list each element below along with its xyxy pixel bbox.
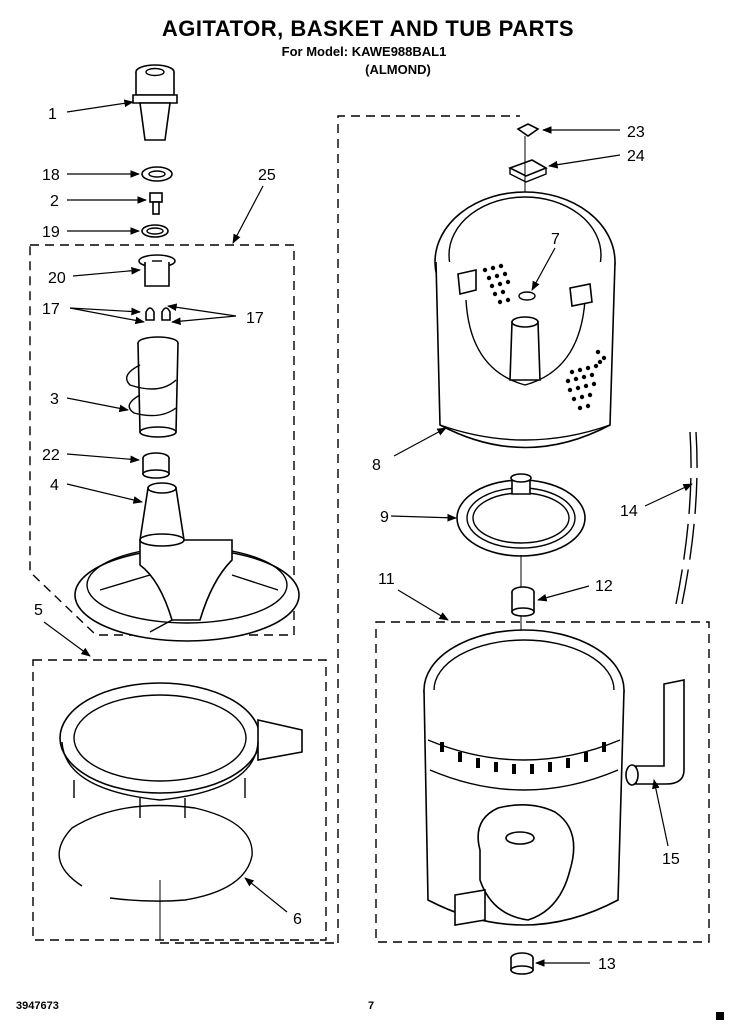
- callout-13: 13: [598, 956, 616, 973]
- callout-14: 14: [620, 503, 638, 520]
- tub-bearing: [510, 952, 534, 975]
- page-title: AGITATOR, BASKET AND TUB PARTS: [162, 16, 574, 41]
- basket-ring-box: [32, 659, 327, 941]
- callout-18: 18: [42, 167, 60, 184]
- callout-12: 12: [595, 578, 613, 595]
- callout-labels: 1 18 2 19 25 20 17 17 3 22 4 5 6 23 24 7…: [34, 106, 680, 973]
- callout-2: 2: [50, 193, 59, 210]
- wash-basket: [434, 191, 616, 449]
- callout-3: 3: [50, 391, 59, 408]
- drive-hub: [456, 473, 586, 557]
- callout-17-left: 17: [42, 301, 60, 318]
- callout-20: 20: [48, 270, 66, 287]
- callout-17-right: 17: [246, 310, 264, 327]
- model-line: For Model: KAWE988BAL1: [282, 44, 447, 59]
- agitator-base: [74, 482, 300, 642]
- agitator-bolt: [149, 192, 163, 215]
- agitator-dogs: [145, 307, 171, 321]
- callout-15: 15: [662, 851, 680, 868]
- outer-tub-box: [375, 621, 710, 943]
- tub-seal: [511, 586, 535, 617]
- callout-7: 7: [551, 231, 560, 248]
- cam-cap: [138, 254, 176, 287]
- callout-19: 19: [42, 224, 60, 241]
- leader-lines: [43, 99, 693, 967]
- basket-ring: [59, 682, 303, 818]
- callout-22: 22: [42, 447, 60, 464]
- callout-24: 24: [627, 148, 645, 165]
- drive-coupling: [142, 452, 170, 479]
- seal-ring: [141, 224, 169, 238]
- snap-ring: [58, 804, 253, 902]
- callout-11: 11: [378, 571, 395, 588]
- callout-1: 1: [48, 106, 57, 123]
- corner-mark: [716, 1012, 724, 1020]
- footer-page-number: 7: [368, 1000, 374, 1012]
- footer-part-number: 3947673: [16, 1000, 59, 1012]
- callout-8: 8: [372, 457, 381, 474]
- callout-6: 6: [293, 911, 302, 928]
- outer-tub: [423, 629, 625, 926]
- color-line: (ALMOND): [365, 62, 431, 77]
- spanner-nut: [507, 159, 548, 183]
- agitator-auger: [126, 336, 179, 438]
- callout-4: 4: [50, 477, 59, 494]
- callout-9: 9: [380, 509, 389, 526]
- drain-hose: [675, 431, 698, 605]
- callout-5: 5: [34, 602, 43, 619]
- shaft-route-line: [337, 115, 520, 943]
- callout-25: 25: [258, 167, 276, 184]
- basket-nut-clip: [516, 123, 540, 137]
- tub-hose: [625, 679, 685, 786]
- callout-23: 23: [627, 124, 645, 141]
- cam-ring: [141, 166, 173, 182]
- softener-cup: [132, 64, 178, 141]
